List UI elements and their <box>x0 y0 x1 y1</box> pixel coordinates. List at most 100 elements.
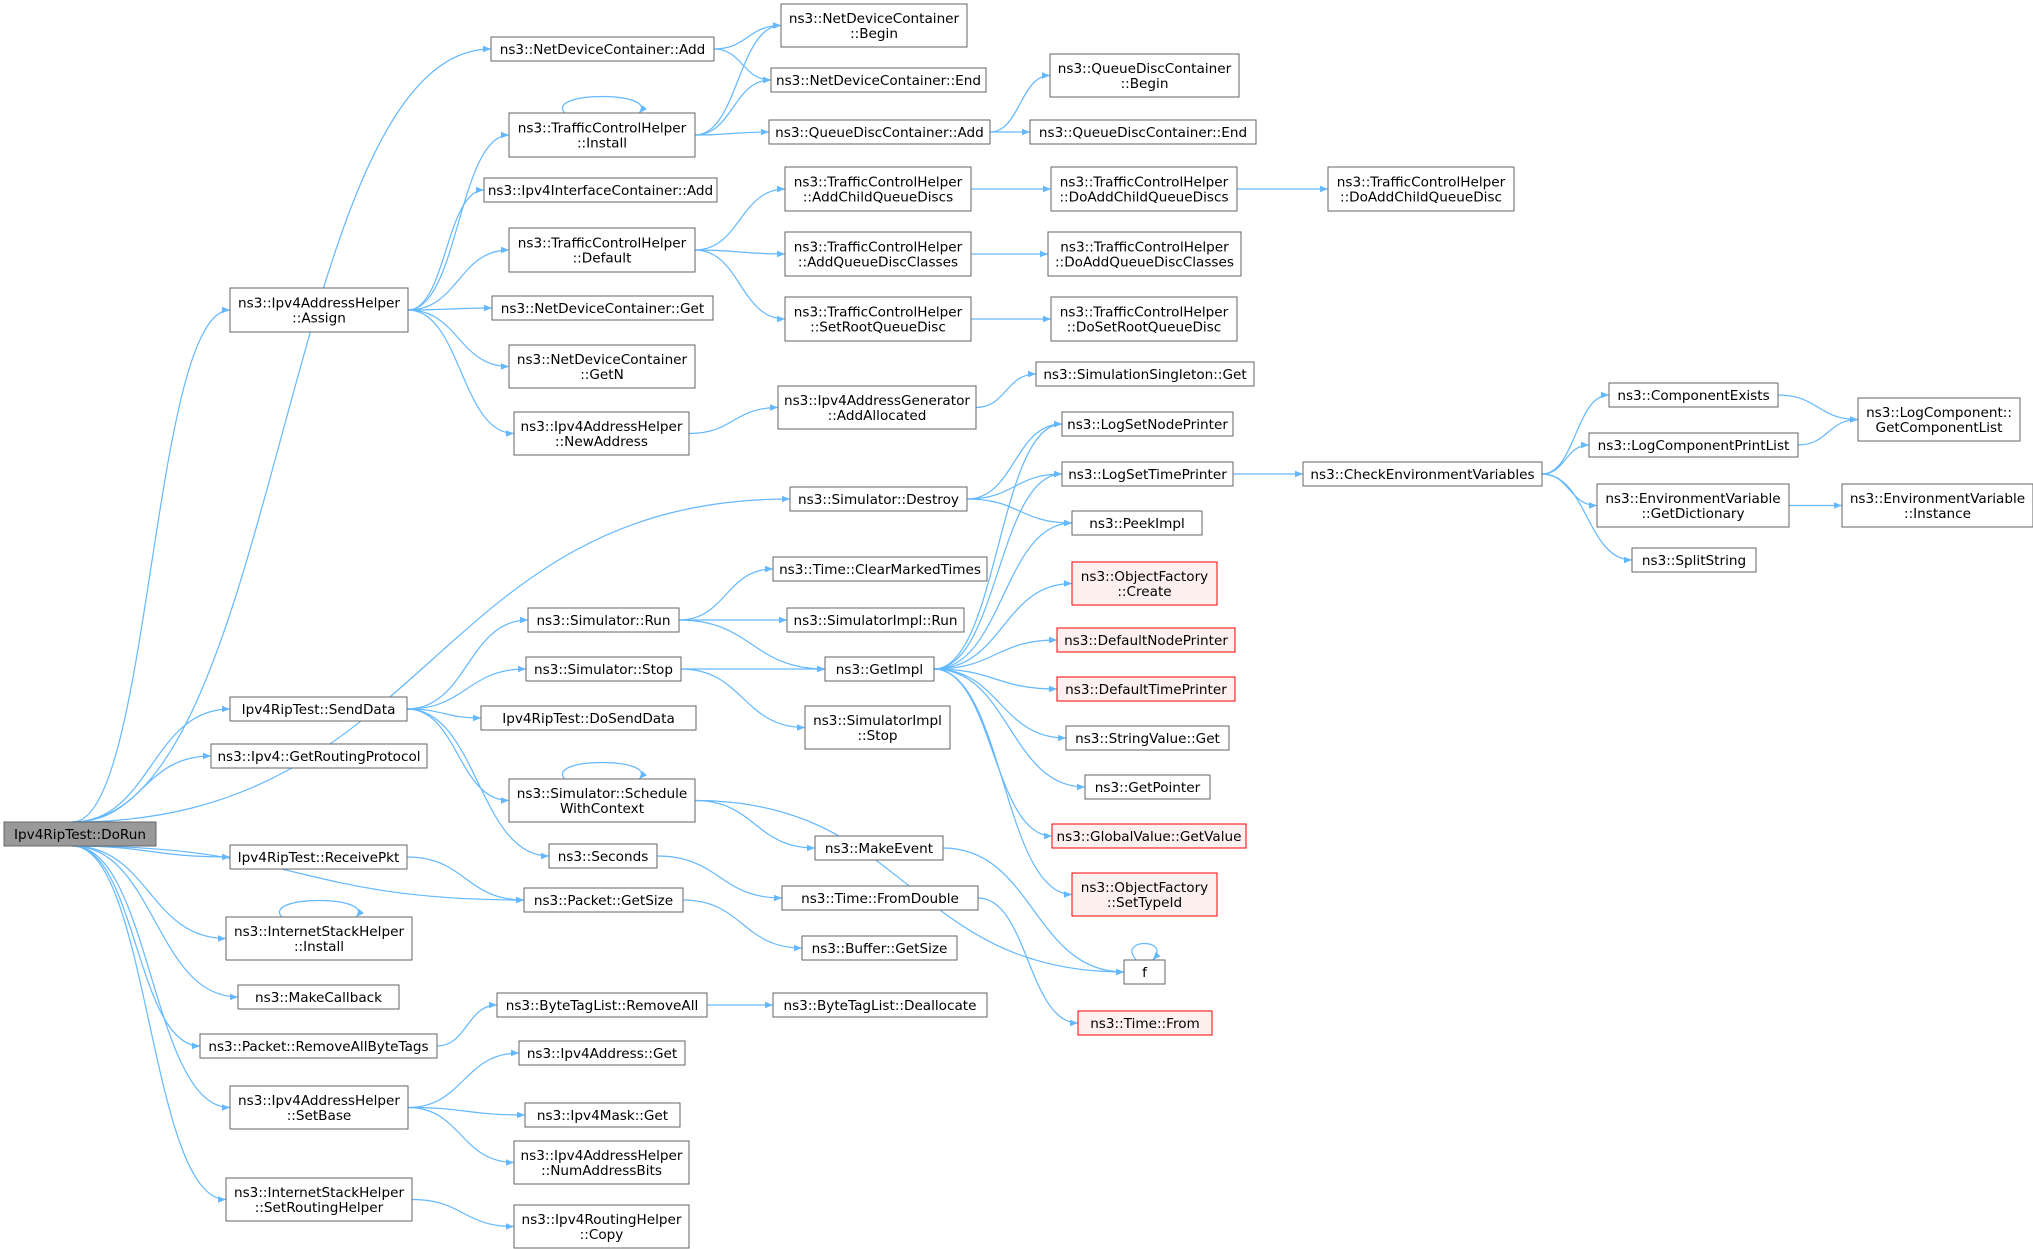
node-qdc_begin[interactable]: ns3::QueueDiscContainer::Begin <box>1049 53 1240 98</box>
node-label: ns3::ObjectFactory <box>1081 880 1208 896</box>
node-label: ns3::TrafficControlHelper <box>518 236 687 252</box>
node-envvar_instance[interactable]: ns3::EnvironmentVariable::Instance <box>1841 483 2033 528</box>
node-sim_run[interactable]: ns3::Simulator::Run <box>527 607 680 633</box>
node-peekimpl[interactable]: ns3::PeekImpl <box>1071 510 1203 536</box>
node-ish_setrouting[interactable]: ns3::InternetStackHelper::SetRoutingHelp… <box>225 1177 413 1222</box>
node-box <box>237 984 400 1010</box>
node-label: ::Assign <box>292 311 346 327</box>
node-splitstring[interactable]: ns3::SplitString <box>1631 547 1757 573</box>
node-box <box>801 935 958 961</box>
node-iah_newaddr[interactable]: ns3::Ipv4AddressHelper::NewAddress <box>513 411 690 456</box>
node-log_settime[interactable]: ns3::LogSetTimePrinter <box>1061 461 1234 487</box>
edge-root-to-iah_setbase <box>72 845 231 1111</box>
node-simimpl_run[interactable]: ns3::SimulatorImpl::Run <box>786 607 965 633</box>
node-ipv4mask_get[interactable]: ns3::Ipv4Mask::Get <box>524 1102 681 1128</box>
node-ndc_getn[interactable]: ns3::NetDeviceContainer::GetN <box>508 344 696 389</box>
node-ndc_begin[interactable]: ns3::NetDeviceContainer::Begin <box>780 3 968 48</box>
node-ish_install[interactable]: ns3::InternetStackHelper::Install <box>225 916 413 961</box>
node-iah_assign[interactable]: ns3::Ipv4AddressHelper::Assign <box>229 287 409 333</box>
node-time_clearmarked[interactable]: ns3::Time::ClearMarkedTimes <box>772 556 988 582</box>
node-iah_numaddrbits[interactable]: ns3::Ipv4AddressHelper::NumAddressBits <box>513 1140 690 1185</box>
node-deftimeprinter[interactable]: ns3::DefaultTimePrinter <box>1056 676 1236 702</box>
node-receivepkt[interactable]: Ipv4RipTest::ReceivePkt <box>229 844 408 870</box>
node-box <box>1061 461 1234 487</box>
node-btl_removeall[interactable]: ns3::ByteTagList::RemoveAll <box>496 992 708 1018</box>
edge-ndc_add-to-ndc_begin <box>713 22 782 50</box>
node-senddata[interactable]: Ipv4RipTest::SendData <box>229 696 408 722</box>
node-label: ns3::Ipv4AddressHelper <box>521 1148 683 1164</box>
edge-senddata-to-seconds <box>406 708 550 860</box>
node-time_fromdouble[interactable]: ns3::Time::FromDouble <box>781 885 979 911</box>
edge-sim_stop-to-simimpl_stop <box>680 668 806 731</box>
node-logcomp_printlist[interactable]: ns3::LogComponentPrintList <box>1588 432 1799 458</box>
node-makecallback[interactable]: ns3::MakeCallback <box>237 984 400 1010</box>
node-label: ns3::MakeEvent <box>825 841 933 857</box>
node-envvar_getdict[interactable]: ns3::EnvironmentVariable::GetDictionary <box>1596 483 1790 528</box>
node-tch_setroot[interactable]: ns3::TrafficControlHelper::SetRootQueueD… <box>784 296 972 342</box>
node-seconds[interactable]: ns3::Seconds <box>548 843 658 869</box>
node-checkenv[interactable]: ns3::CheckEnvironmentVariables <box>1302 461 1543 487</box>
node-ipv4_getrouting[interactable]: ns3::Ipv4::GetRoutingProtocol <box>210 743 428 769</box>
node-stringvalue_get[interactable]: ns3::StringValue::Get <box>1065 725 1230 751</box>
node-box <box>772 992 988 1018</box>
node-label: ::AddQueueDiscClasses <box>798 255 958 271</box>
node-f[interactable]: f <box>1123 959 1166 985</box>
node-btl_dealloc[interactable]: ns3::ByteTagList::Deallocate <box>772 992 988 1018</box>
node-tch_install[interactable]: ns3::TrafficControlHelper::Install <box>508 112 696 158</box>
node-box <box>229 1085 409 1130</box>
node-tch_addchild[interactable]: ns3::TrafficControlHelper::AddChildQueue… <box>784 166 972 212</box>
node-iic_add[interactable]: ns3::Ipv4InterfaceContainer::Add <box>483 177 718 203</box>
node-sim_stop[interactable]: ns3::Simulator::Stop <box>525 656 682 682</box>
node-ndc_get[interactable]: ns3::NetDeviceContainer::Get <box>491 295 714 321</box>
node-tch_doaddchilds[interactable]: ns3::TrafficControlHelper::DoAddChildQue… <box>1050 166 1238 212</box>
node-label: ns3::Ipv4AddressHelper <box>238 296 400 312</box>
node-dosenddata[interactable]: Ipv4RipTest::DoSendData <box>480 705 697 731</box>
node-sim_destroy[interactable]: ns3::Simulator::Destroy <box>789 486 968 512</box>
node-label: ns3::Ipv4AddressGenerator <box>784 393 970 409</box>
edge-getimpl-to-deftimeprinter <box>933 668 1058 693</box>
node-objfactory_settype[interactable]: ns3::ObjectFactory::SetTypeId <box>1071 872 1218 917</box>
node-tch_default[interactable]: ns3::TrafficControlHelper::Default <box>508 227 696 273</box>
node-packet_removeallbyte[interactable]: ns3::Packet::RemoveAllByteTags <box>199 1033 438 1059</box>
node-getpointer[interactable]: ns3::GetPointer <box>1084 774 1211 800</box>
node-getimpl[interactable]: ns3::GetImpl <box>824 656 935 682</box>
edge-qdc_add-to-qdc_begin <box>989 72 1051 133</box>
node-packet_getsize[interactable]: ns3::Packet::GetSize <box>523 887 684 913</box>
node-makeevent[interactable]: ns3::MakeEvent <box>814 835 944 861</box>
node-time_from[interactable]: ns3::Time::From <box>1077 1010 1213 1036</box>
node-tch_doaddchild[interactable]: ns3::TrafficControlHelper::DoAddChildQue… <box>1327 166 1515 212</box>
node-tch_addclasses[interactable]: ns3::TrafficControlHelper::AddQueueDiscC… <box>784 231 972 277</box>
node-qdc_end[interactable]: ns3::QueueDiscContainer::End <box>1029 119 1257 145</box>
edge-senddata-to-sim_schedctx <box>406 708 510 804</box>
node-log_setnode[interactable]: ns3::LogSetNodePrinter <box>1061 411 1234 437</box>
node-iah_setbase[interactable]: ns3::Ipv4AddressHelper::SetBase <box>229 1085 409 1130</box>
node-buffer_getsize[interactable]: ns3::Buffer::GetSize <box>801 935 958 961</box>
node-tch_doaddclasses[interactable]: ns3::TrafficControlHelper::DoAddQueueDis… <box>1047 231 1242 277</box>
node-tch_dosetroot[interactable]: ns3::TrafficControlHelper::DoSetRootQueu… <box>1050 296 1238 342</box>
node-box <box>814 835 944 861</box>
node-simimpl_stop[interactable]: ns3::SimulatorImpl::Stop <box>804 705 951 750</box>
node-box <box>508 112 696 158</box>
node-ipv4addr_get[interactable]: ns3::Ipv4Address::Get <box>518 1040 686 1066</box>
node-root[interactable]: Ipv4RipTest::DoRun <box>3 821 157 847</box>
node-ndc_add[interactable]: ns3::NetDeviceContainer::Add <box>490 36 715 62</box>
node-iag_addalloc[interactable]: ns3::Ipv4AddressGenerator::AddAllocated <box>777 385 977 430</box>
node-label: ns3::QueueDiscContainer::Add <box>775 125 984 141</box>
node-irh_copy[interactable]: ns3::Ipv4RoutingHelper::Copy <box>513 1204 690 1249</box>
node-box <box>225 1177 413 1222</box>
node-defnodeprinter[interactable]: ns3::DefaultNodePrinter <box>1056 627 1236 653</box>
node-gv_getvalue[interactable]: ns3::GlobalValue::GetValue <box>1051 823 1247 849</box>
edge-root-to-senddata <box>72 705 231 823</box>
node-label: ns3::LogComponent:: <box>1866 405 2012 421</box>
node-qdc_add[interactable]: ns3::QueueDiscContainer::Add <box>768 119 991 145</box>
node-label: ns3::EnvironmentVariable <box>1605 491 1780 507</box>
node-logcomp_getlist[interactable]: ns3::LogComponent::GetComponentList <box>1857 397 2021 442</box>
node-compexists[interactable]: ns3::ComponentExists <box>1608 382 1779 408</box>
node-box <box>1071 561 1218 606</box>
node-box <box>1050 166 1238 212</box>
node-box <box>508 227 696 273</box>
node-sim_singleton_get[interactable]: ns3::SimulationSingleton::Get <box>1035 361 1255 387</box>
node-objfactory_create[interactable]: ns3::ObjectFactory::Create <box>1071 561 1218 606</box>
node-ndc_end[interactable]: ns3::NetDeviceContainer::End <box>770 67 987 93</box>
